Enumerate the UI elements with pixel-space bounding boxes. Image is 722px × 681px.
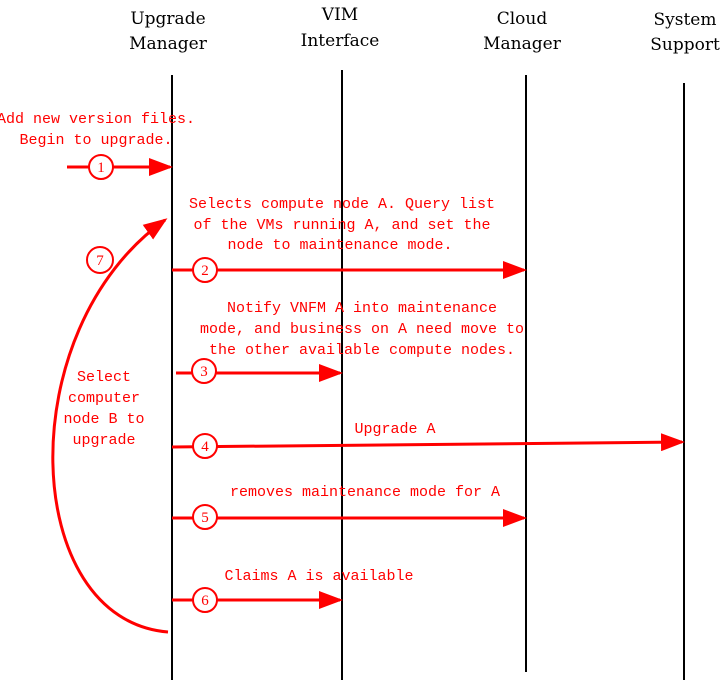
step-label: of the VMs running A, and set the: [193, 217, 490, 234]
step-number-circle: [88, 154, 114, 180]
participant-label: System: [654, 10, 717, 30]
step-number-circle: [86, 246, 114, 274]
step-number-circle: [191, 358, 217, 384]
step-label: upgrade: [72, 432, 135, 449]
step-3: Notify VNFM A into maintenance mode, and…: [176, 300, 524, 384]
step-label: node to maintenance mode.: [227, 237, 452, 254]
step-label: Selects compute node A. Query list: [189, 196, 495, 213]
step-6: Claims A is available 6: [172, 568, 414, 613]
step-label: computer: [68, 390, 140, 407]
step-number: 2: [201, 263, 209, 279]
participant-vim-interface: VIM Interface: [301, 5, 380, 51]
step-number-circle: [192, 587, 218, 613]
arrow: [171, 433, 685, 452]
step-label: Claims A is available: [224, 568, 413, 585]
participant-label: Upgrade: [130, 9, 205, 29]
participant-label: Interface: [301, 31, 380, 51]
participant-label: Cloud: [497, 9, 548, 29]
participant-label: Manager: [129, 34, 208, 54]
step-number-circle: [192, 504, 218, 530]
step-2: Selects compute node A. Query list of th…: [172, 196, 527, 283]
step-label: Notify VNFM A into maintenance: [227, 300, 497, 317]
participant-system-support: System Support: [650, 10, 720, 55]
participant-upgrade-manager: Upgrade Manager: [129, 9, 208, 54]
step-label: removes maintenance mode for A: [230, 484, 500, 501]
participant-label: Support: [650, 35, 720, 55]
step-number-circle: [192, 257, 218, 283]
step-number: 6: [201, 593, 209, 609]
step-number: 1: [97, 160, 105, 176]
step-label: the other available compute nodes.: [209, 342, 515, 359]
step-7-loop: 7 Select computer node B to upgrade: [51, 218, 169, 634]
step-label: Upgrade A: [354, 421, 435, 438]
step-4: Upgrade A 4: [171, 421, 685, 459]
loop-arrow: [51, 218, 169, 634]
step-label: Add new version files.: [0, 111, 195, 128]
step-number: 5: [201, 510, 209, 526]
step-number: 4: [201, 439, 209, 455]
step-label: Begin to upgrade.: [19, 132, 172, 149]
step-number-circle: [192, 433, 218, 459]
step-label: node B to: [63, 411, 144, 428]
participant-cloud-manager: Cloud Manager: [483, 9, 562, 54]
step-number: 7: [96, 253, 104, 269]
step-label: Select: [77, 369, 131, 386]
participant-label: Manager: [483, 34, 562, 54]
step-1: Add new version files. Begin to upgrade.…: [0, 111, 195, 180]
step-number: 3: [200, 364, 208, 380]
step-label: mode, and business on A need move to: [200, 321, 524, 338]
participant-label: VIM: [321, 5, 358, 25]
step-5: removes maintenance mode for A 5: [172, 484, 527, 530]
